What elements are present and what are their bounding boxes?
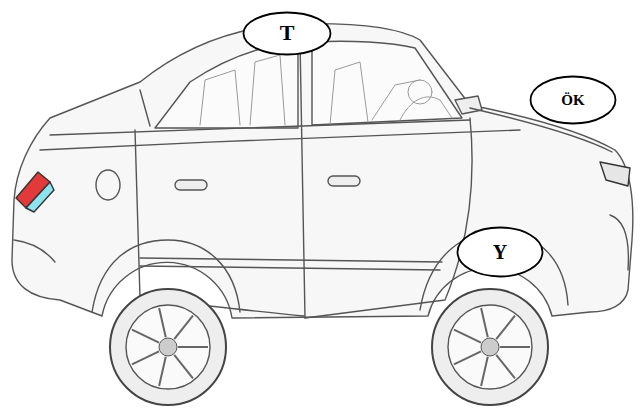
side-molding — [140, 258, 442, 262]
wheel-spoke — [496, 355, 515, 378]
wheel-spoke — [454, 351, 481, 364]
car-body — [12, 24, 633, 318]
callout-letter: Y — [493, 242, 507, 262]
door-handle — [328, 176, 360, 186]
wheel-spoke — [132, 351, 159, 364]
circle-outline — [531, 77, 616, 124]
wheel-spoke — [481, 308, 488, 337]
wheel-spoke — [174, 355, 193, 378]
front-wheel — [432, 289, 548, 405]
body-crease — [40, 130, 520, 150]
rear-wheel — [110, 289, 226, 405]
wheel-spoke — [481, 357, 488, 386]
front-door-edge — [305, 118, 472, 318]
front-window — [312, 41, 462, 125]
rear-door-edge — [135, 130, 304, 316]
interior-sketch — [200, 55, 452, 125]
wheel-spoke — [454, 330, 481, 343]
label-circle: ÖK — [529, 75, 617, 125]
wheel-spoke — [159, 357, 166, 386]
side-molding — [140, 266, 440, 270]
wheel-spoke — [174, 316, 193, 339]
door-handle — [175, 180, 207, 190]
fuel-cap — [96, 170, 120, 200]
head-light — [600, 162, 630, 186]
wheel-spoke — [178, 346, 208, 348]
wheel-spoke — [500, 346, 530, 348]
label-circle: T — [242, 11, 332, 56]
circle-outline — [244, 12, 331, 54]
wheel-spoke — [496, 316, 515, 339]
b-pillar — [300, 40, 305, 318]
front-bumper — [610, 215, 628, 270]
rear-bumper — [14, 240, 55, 262]
belt-line — [50, 120, 470, 135]
tail-light-lens — [26, 182, 54, 212]
rear-window — [155, 42, 298, 128]
rear-quarter-window — [140, 90, 150, 126]
wheel-spoke — [159, 308, 166, 337]
wheel-spoke — [132, 330, 159, 343]
circle-outline — [458, 228, 543, 277]
side-mirror — [455, 96, 482, 114]
callout-letter: T — [280, 22, 295, 44]
label-circle: Y — [456, 226, 544, 278]
callout-letter: ÖK — [561, 93, 584, 108]
